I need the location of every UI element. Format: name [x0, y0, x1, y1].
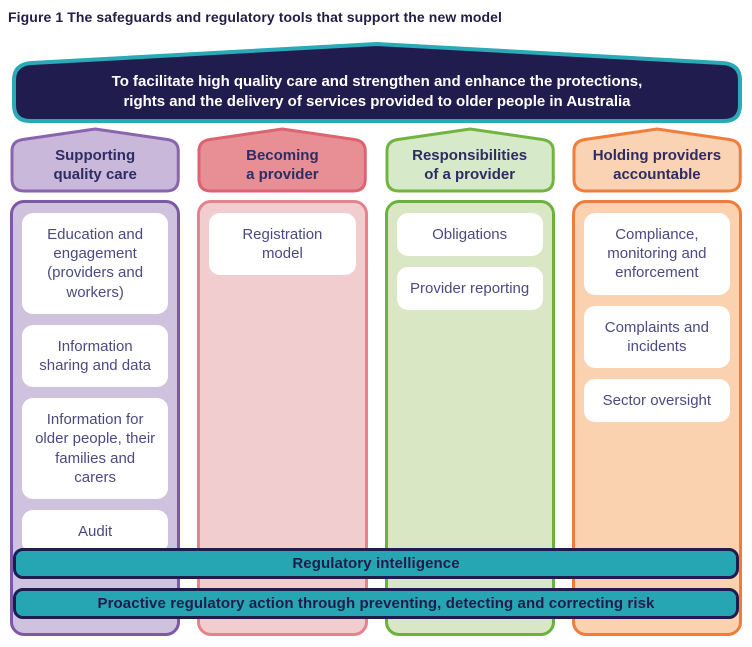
header-peak-path: [197, 127, 368, 193]
figure-title: Figure 1 The safeguards and regulatory t…: [8, 9, 503, 25]
proactive-regulatory-action-bar: Proactive regulatory action through prev…: [13, 588, 739, 619]
column-header-becoming-a-provider: Becoming a provider: [197, 127, 368, 193]
banner-peak-shape: [12, 42, 742, 123]
banner-peak-path: [12, 42, 742, 123]
header-peak-path: [384, 127, 555, 193]
goal-banner-text: To facilitate high quality care and stre…: [111, 73, 643, 110]
item-card: Complaints and incidents: [583, 305, 730, 368]
column-header-label: Holding providers accountable: [592, 147, 722, 183]
item-card: Compliance, monitoring and enforcement: [583, 213, 730, 295]
header-peak-shape: [572, 127, 742, 193]
regulatory-intelligence-bar: Regulatory intelligence: [13, 548, 739, 579]
regulatory-intelligence-label: Regulatory intelligence: [292, 555, 460, 572]
item-card: Provider reporting: [396, 267, 543, 311]
item-card: Audit: [22, 509, 169, 554]
column-header-label: Responsibilities of a provider: [412, 147, 528, 183]
column-header-holding-providers-accountable: Holding providers accountable: [572, 127, 742, 193]
item-card: Information sharing and data: [22, 324, 169, 388]
column-header-responsibilities-of-a-provider: Responsibilities of a provider: [384, 127, 555, 193]
header-peak-shape: [10, 127, 180, 193]
item-card: Sector oversight: [583, 378, 730, 423]
header-peak-shape: [384, 127, 555, 193]
column-header-label: Becoming a provider: [246, 147, 319, 183]
proactive-regulatory-action-label: Proactive regulatory action through prev…: [97, 595, 655, 612]
column-header-supporting-quality-care: Supporting quality care: [10, 127, 180, 193]
item-card: Obligations: [396, 213, 543, 257]
item-card: Education and engagement (providers and …: [22, 213, 169, 314]
goal-banner: To facilitate high quality care and stre…: [12, 42, 742, 124]
header-peak-shape: [197, 127, 368, 193]
header-peak-path: [10, 127, 180, 193]
column-header-label: Supporting quality care: [53, 147, 137, 183]
item-card: Information for older people, their fami…: [22, 398, 169, 499]
header-peak-path: [572, 127, 742, 193]
item-card: Registration model: [209, 213, 356, 276]
